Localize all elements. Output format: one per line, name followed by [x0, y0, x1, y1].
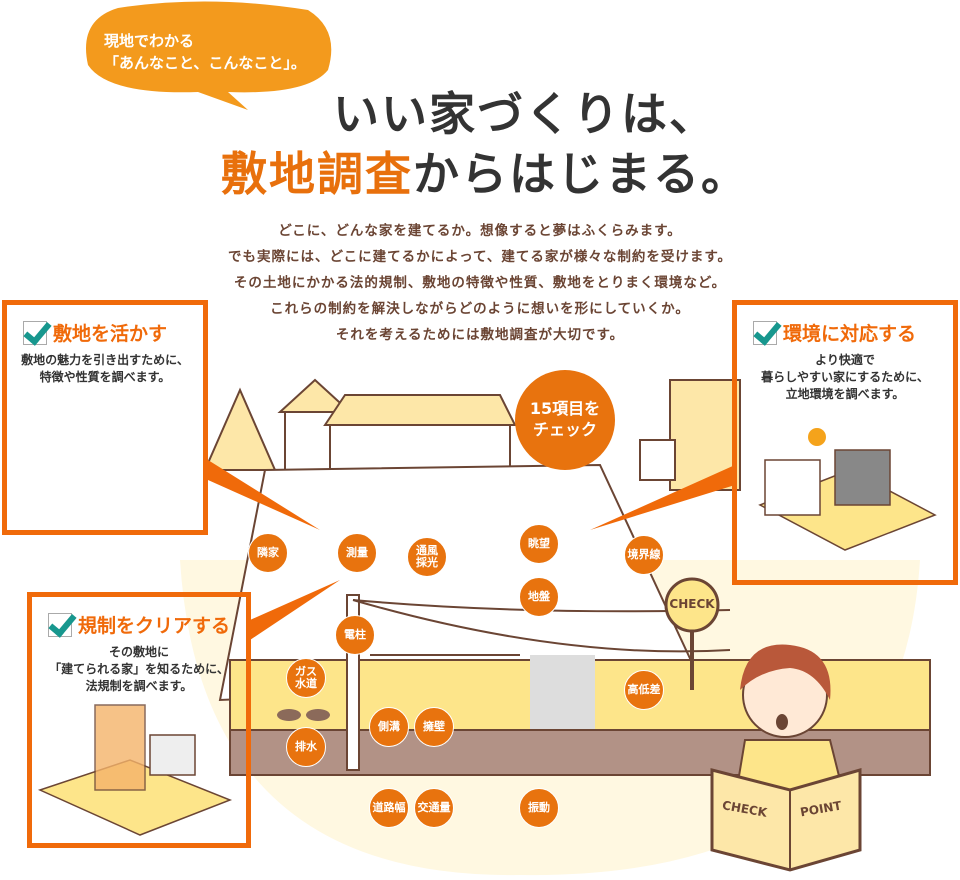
checkbox-icon [753, 320, 777, 345]
check-item-pin: 交通量 [414, 788, 454, 828]
box-text: 立地環境を調べます。 [785, 387, 905, 401]
check-item-pin: 隣家 [248, 533, 288, 573]
box-text: 特徴や性質を調べます。 [39, 370, 171, 384]
check-count-badge: 15項目をチェック [515, 370, 615, 470]
title-rest: からはじまる。 [413, 147, 749, 201]
check-item-pin: ガス水道 [286, 658, 326, 698]
check-item-pin: 道路幅 [369, 788, 409, 828]
background-houses [203, 378, 741, 491]
check-item-pin: 擁壁 [414, 707, 454, 747]
box-text: 「建てられる家」を知るために、 [49, 662, 229, 676]
bubble-line: 現地でわかる [104, 32, 195, 50]
check-item-pin: 側溝 [369, 707, 409, 747]
feature-box-environment: 環境に対応する より快適で暮らしやすい家にするために、立地環境を調べます。 [732, 300, 958, 585]
box-text: その敷地に [108, 645, 169, 659]
lead-text: どこに、どんな家を建てるか。想像すると夢はふくらみます。 でも実際には、どこに建… [180, 218, 780, 348]
check-item-pin: 振動 [519, 788, 559, 828]
lead-line: それを考えるためには敷地調査が大切です。 [335, 327, 625, 343]
box-text: 暮らしやすい家にするために、 [761, 370, 929, 384]
check-item-pin: 排水 [286, 727, 326, 767]
box-title: 環境に対応する [783, 323, 917, 345]
box-text: 法規制を調べます。 [85, 679, 193, 693]
box-text: より快適で [815, 353, 875, 367]
feature-box-regulation: 規制をクリアする その敷地に「建てられる家」を知るために、法規制を調べます。 [27, 592, 251, 848]
badge-line: 15項目を [529, 399, 601, 418]
check-item-pin: 測量 [337, 533, 377, 573]
box-title: 敷地を活かす [53, 323, 168, 345]
check-item-pin: 境界線 [624, 535, 664, 575]
lead-line: その土地にかかる法的規制、敷地の特徴や性質、敷地をとりまく環境など。 [233, 275, 727, 291]
checkbox-icon [23, 320, 47, 345]
checkbox-icon [48, 612, 72, 637]
check-item-pin: 地盤 [519, 577, 559, 617]
check-item-pin: 通風採光 [407, 537, 447, 577]
speech-bubble-text: 現地でわかる 「あんなこと、こんなこと」。 [78, 2, 328, 92]
check-item-pin: 電柱 [335, 615, 375, 655]
title-highlight: 敷地調査 [221, 147, 413, 201]
check-sign-label: CHECK [669, 597, 715, 611]
pin-label: ガス水道 [295, 665, 317, 690]
check-item-pin: 眺望 [519, 524, 559, 564]
lead-line: どこに、どんな家を建てるか。想像すると夢はふくらみます。 [278, 223, 682, 239]
lead-line: でも実際には、どこに建てるかによって、建てる家が様々な制約を受けます。 [228, 249, 732, 265]
check-item-pin: 高低差 [624, 670, 664, 710]
box-title: 規制をクリアする [78, 615, 231, 637]
badge-line: チェック [532, 420, 597, 439]
feature-box-site: 敷地を活かす 敷地の魅力を引き出すために、特徴や性質を調べます。 [2, 300, 208, 535]
pin-label: 通風採光 [416, 544, 438, 569]
page-title-line1: いい家づくりは、 [333, 87, 717, 141]
box-text: 敷地の魅力を引き出すために、 [21, 353, 189, 367]
speech-bubble [86, 1, 332, 110]
bubble-line: 「あんなこと、こんなこと」。 [104, 54, 306, 72]
lead-line: これらの制約を解決しながらどのように想いを形にしていくか。 [270, 301, 690, 317]
page-title-line2: 敷地調査からはじまる。 [160, 138, 810, 204]
